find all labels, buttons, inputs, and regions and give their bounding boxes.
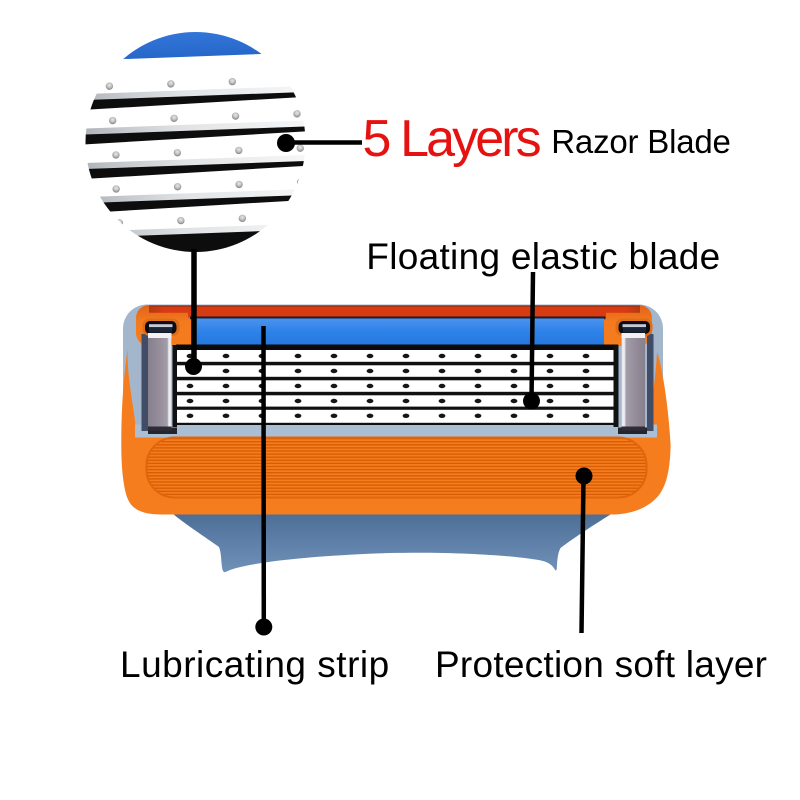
svg-text:Protection soft layer: Protection soft layer (435, 644, 767, 685)
svg-text:5 Layers: 5 Layers (363, 110, 541, 168)
svg-text:Floating elastic blade: Floating elastic blade (366, 236, 720, 277)
svg-text:Lubricating strip: Lubricating strip (120, 644, 390, 685)
svg-text:Razor Blade: Razor Blade (551, 123, 730, 160)
